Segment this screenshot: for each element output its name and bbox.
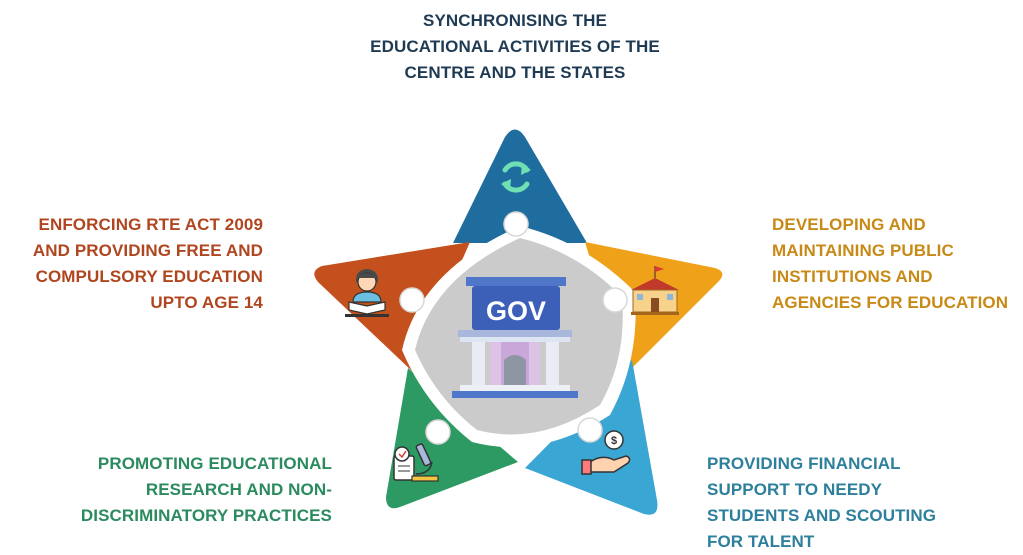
sync-arrows-icon bbox=[501, 161, 531, 193]
hand-with-coin-icon: $ bbox=[581, 430, 631, 475]
label-line: PROMOTING EDUCATIONAL bbox=[97, 454, 332, 473]
microscope-research-icon bbox=[393, 443, 439, 482]
label-bottom-right-financial: PROVIDING FINANCIAL SUPPORT TO NEEDY STU… bbox=[707, 451, 1017, 555]
label-line: DISCRIMINATORY PRACTICES bbox=[80, 506, 332, 525]
government-building-icon: GOV bbox=[452, 277, 578, 398]
label-line: SYNCHRONISING THE bbox=[423, 11, 607, 30]
label-line: STUDENTS AND SCOUTING bbox=[707, 506, 937, 525]
label-line: AGENCIES FOR EDUCATION bbox=[772, 293, 1009, 312]
star-point-top bbox=[453, 129, 587, 243]
label-line: FOR TALENT bbox=[707, 532, 815, 551]
connector-right bbox=[602, 287, 628, 313]
label-line: PROVIDING FINANCIAL bbox=[707, 454, 901, 473]
label-line: COMPULSORY EDUCATION bbox=[35, 267, 263, 286]
star-point-left bbox=[314, 242, 470, 372]
label-right-developing: DEVELOPING AND MAINTAINING PUBLIC INSTIT… bbox=[772, 212, 1023, 316]
connector-bottom-right bbox=[577, 417, 603, 443]
label-bottom-left-research: PROMOTING EDUCATIONAL RESEARCH AND NON- … bbox=[0, 451, 332, 529]
label-line: DEVELOPING AND bbox=[772, 215, 926, 234]
label-line: ENFORCING RTE ACT 2009 bbox=[38, 215, 263, 234]
school-building-icon bbox=[631, 266, 679, 315]
label-line: RESEARCH AND NON- bbox=[145, 480, 332, 499]
connector-left bbox=[399, 287, 425, 313]
connector-top bbox=[503, 211, 529, 237]
label-line: MAINTAINING PUBLIC bbox=[772, 241, 954, 260]
label-top-synchronising: SYNCHRONISING THE EDUCATIONAL ACTIVITIES… bbox=[330, 8, 700, 86]
puzzle-connectors bbox=[399, 211, 628, 445]
label-line: CENTRE AND THE STATES bbox=[404, 63, 626, 82]
svg-text:$: $ bbox=[611, 435, 617, 447]
label-left-enforcing-rte: ENFORCING RTE ACT 2009 AND PROVIDING FRE… bbox=[0, 212, 263, 316]
label-line: AND PROVIDING FREE AND bbox=[32, 241, 263, 260]
label-line: INSTITUTIONS AND bbox=[772, 267, 933, 286]
label-line: SUPPORT TO NEEDY bbox=[707, 480, 883, 499]
label-line: UPTO AGE 14 bbox=[150, 293, 263, 312]
gov-label: GOV bbox=[486, 296, 546, 326]
student-reading-icon bbox=[345, 269, 389, 317]
label-line: EDUCATIONAL ACTIVITIES OF THE bbox=[370, 37, 660, 56]
connector-bottom-left bbox=[425, 419, 451, 445]
